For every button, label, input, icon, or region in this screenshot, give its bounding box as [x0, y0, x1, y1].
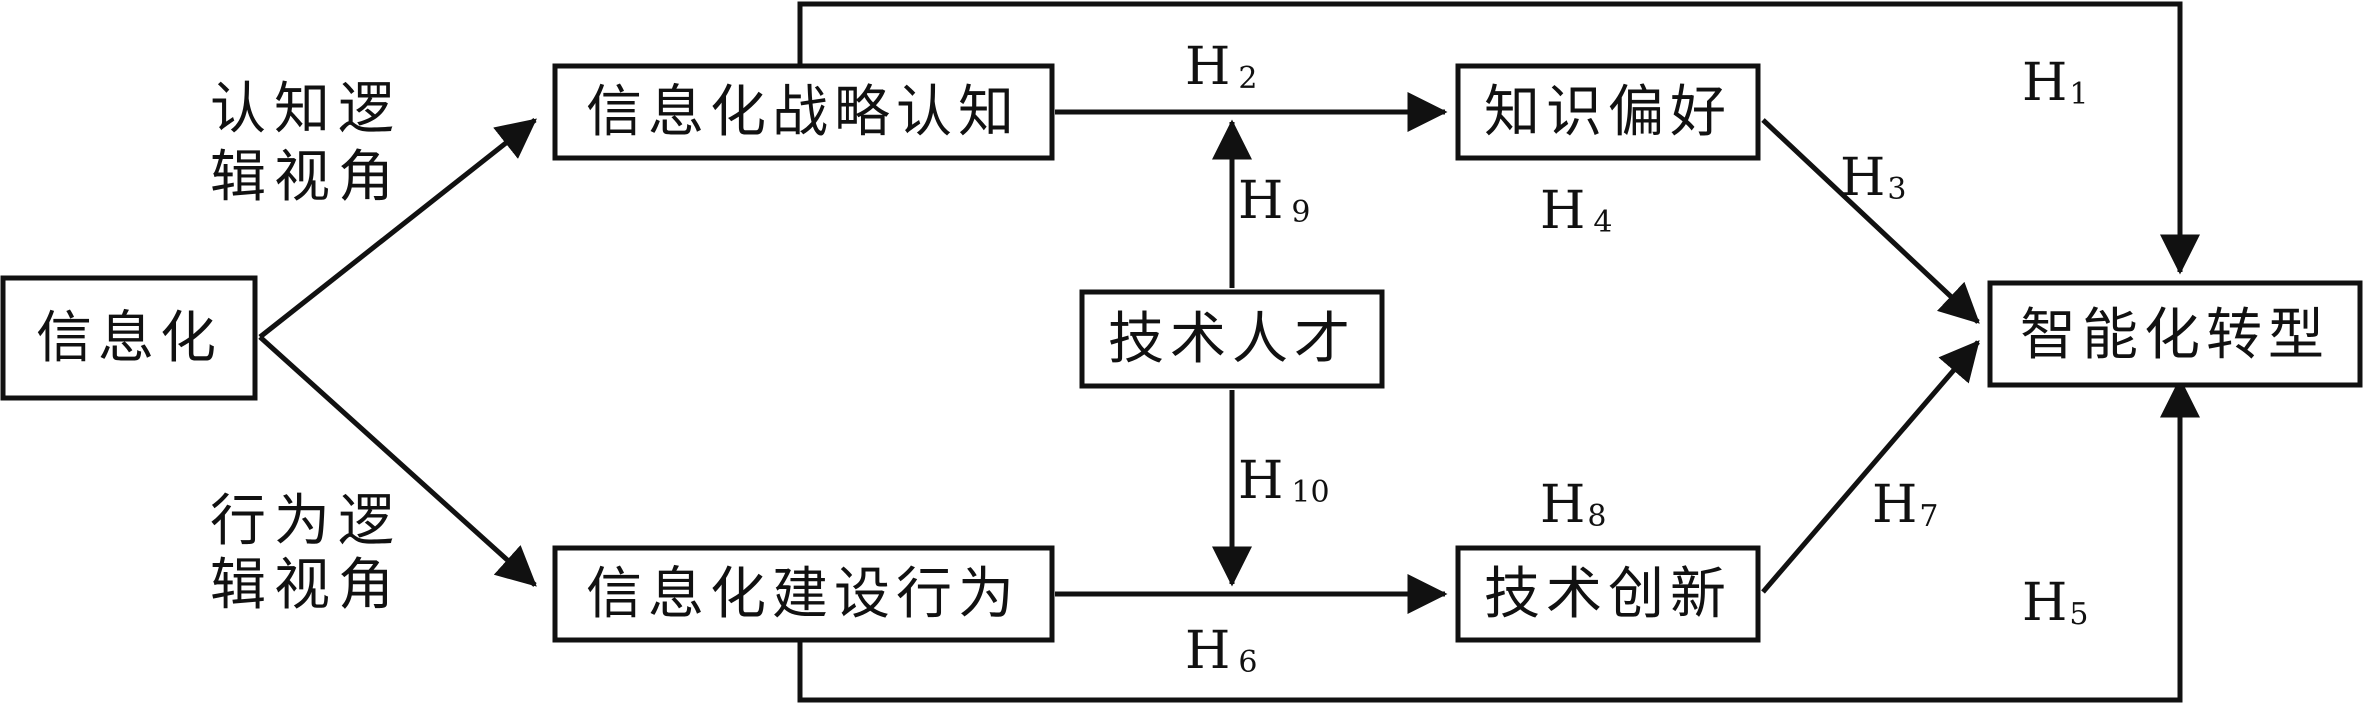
arrow-info-to-behavior	[258, 335, 537, 587]
node-informatization: 信息化	[0, 275, 258, 401]
node-intelligent-transformation-label: 智能化转型	[2020, 303, 2330, 368]
behavior-perspective-line1: 行为逻	[210, 489, 402, 554]
node-knowledge-preference-label: 知识偏好	[1484, 80, 1732, 145]
node-construction-behavior: 信息化建设行为	[552, 545, 1055, 643]
path-h5	[797, 377, 2200, 703]
cognitive-perspective-line2: 辑视角	[210, 145, 402, 210]
node-strategy-cognition-label: 信息化战略认知	[586, 80, 1020, 145]
arrow-innovation-to-transformation	[1761, 340, 1980, 594]
hypothesis-h1: H1	[2022, 53, 2088, 113]
hypothesis-h8: H8	[1540, 475, 1606, 535]
node-tech-talent: 技术人才	[1079, 289, 1385, 389]
node-knowledge-preference: 知识偏好	[1455, 63, 1761, 161]
arrow-info-to-cognition	[258, 118, 537, 339]
node-strategy-cognition: 信息化战略认知	[552, 63, 1055, 161]
arrow-preference-to-transformation	[1761, 118, 1980, 324]
hypothesis-h3: H3	[1840, 148, 1906, 208]
behavior-perspective-line2: 辑视角	[210, 553, 402, 618]
node-informatization-label: 信息化	[36, 306, 222, 371]
cognitive-perspective-line1: 认知逻	[210, 77, 402, 142]
node-construction-behavior-label: 信息化建设行为	[586, 562, 1020, 627]
hypothesis-h5: H5	[2022, 573, 2088, 633]
node-tech-innovation-label: 技术创新	[1484, 562, 1732, 627]
hypothesis-h7: H7	[1872, 475, 1938, 535]
node-tech-innovation: 技术创新	[1455, 545, 1761, 643]
node-intelligent-transformation: 智能化转型	[1987, 280, 2363, 388]
path-h1	[797, 1, 2200, 275]
node-tech-talent-label: 技术人才	[1108, 307, 1356, 372]
